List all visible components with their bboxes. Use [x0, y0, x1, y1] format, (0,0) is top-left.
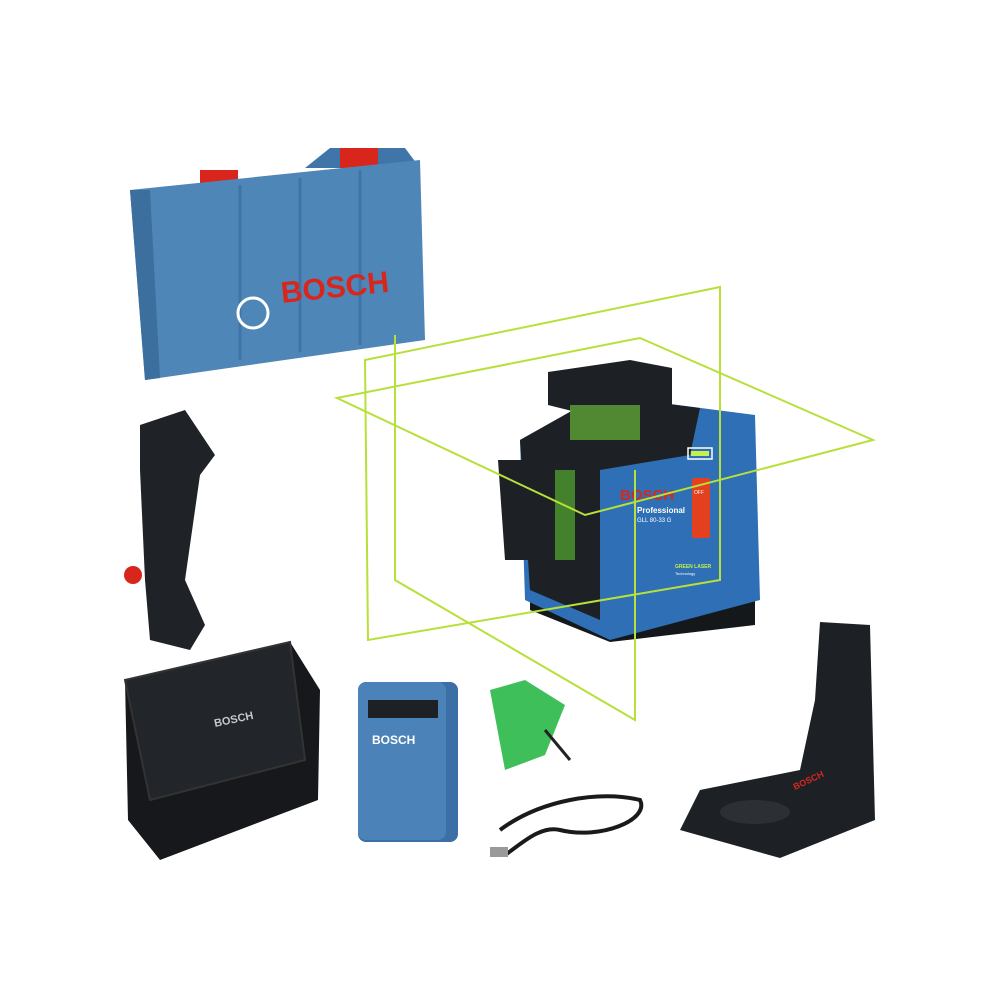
model-label: GLL 80-33 G [637, 518, 672, 524]
professional-label: Professional [637, 506, 685, 515]
laser-level: BOSCH Professional GLL 80-33 G OFF GREEN… [498, 360, 760, 642]
battery-pack: BOSCH [358, 682, 458, 842]
pouch: BOSCH [123, 640, 320, 860]
usb-cable [490, 794, 644, 857]
laser-brand-label: BOSCH [620, 487, 674, 504]
bosch-logo-icon [236, 296, 270, 330]
laser-target-plate [490, 680, 572, 770]
off-label: OFF [694, 490, 704, 496]
battery-brand-label: BOSCH [372, 733, 415, 747]
carrying-case: BOSCH [130, 148, 425, 380]
laser-planes [333, 285, 877, 722]
wall-mount [124, 410, 215, 650]
base-mount: BOSCH [680, 622, 875, 858]
technology-label: Technology [675, 571, 695, 576]
green-laser-label: GREEN LASER [675, 564, 712, 570]
